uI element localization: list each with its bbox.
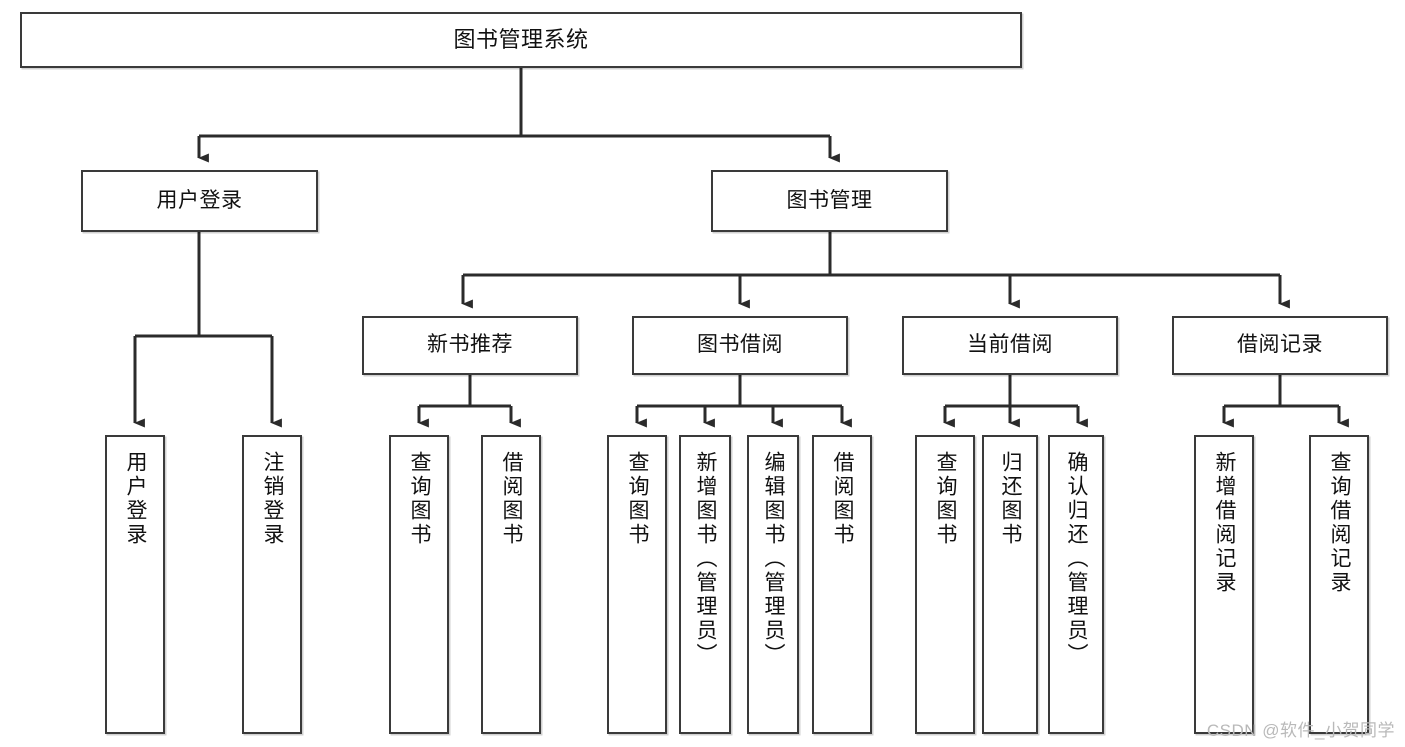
node-book-management[interactable]: 图书管理: [711, 170, 948, 232]
node-leaf-user-login-label: 用户登录: [124, 451, 148, 547]
node-book-borrow[interactable]: 图书借阅: [632, 316, 848, 375]
node-leaf-borrow-book-b-label: 借阅图书: [831, 451, 855, 547]
node-new-book-recommend[interactable]: 新书推荐: [362, 316, 578, 375]
node-leaf-query-book-b[interactable]: 查询图书: [607, 435, 667, 734]
node-leaf-edit-book-admin-label: 编辑图书（管理员）: [762, 451, 786, 667]
node-leaf-add-book-admin-label: 新增图书（管理员）: [694, 451, 718, 667]
node-leaf-confirm-return-admin-label: 确认归还（管理员）: [1065, 451, 1089, 667]
node-leaf-query-book-a[interactable]: 查询图书: [389, 435, 449, 734]
node-book-management-label: 图书管理: [786, 188, 873, 212]
node-leaf-add-borrow-record[interactable]: 新增借阅记录: [1194, 435, 1254, 734]
node-leaf-query-borrow-record[interactable]: 查询借阅记录: [1309, 435, 1369, 734]
node-book-borrow-label: 图书借阅: [697, 333, 783, 357]
node-leaf-query-book-b-label: 查询图书: [626, 451, 650, 547]
node-current-borrow[interactable]: 当前借阅: [902, 316, 1118, 375]
node-borrow-records[interactable]: 借阅记录: [1172, 316, 1388, 375]
node-leaf-query-book-c-label: 查询图书: [934, 451, 958, 547]
node-current-borrow-label: 当前借阅: [967, 333, 1053, 357]
node-leaf-return-book-label: 归还图书: [999, 451, 1023, 547]
node-user-login[interactable]: 用户登录: [81, 170, 318, 232]
node-leaf-borrow-book-a-label: 借阅图书: [500, 451, 524, 547]
node-leaf-return-book[interactable]: 归还图书: [982, 435, 1038, 734]
node-leaf-confirm-return-admin[interactable]: 确认归还（管理员）: [1048, 435, 1104, 734]
node-leaf-borrow-book-b[interactable]: 借阅图书: [812, 435, 872, 734]
node-leaf-query-book-a-label: 查询图书: [408, 451, 432, 547]
node-leaf-add-borrow-record-label: 新增借阅记录: [1213, 451, 1237, 595]
node-root-label: 图书管理系统: [453, 27, 589, 53]
node-user-login-label: 用户登录: [156, 188, 243, 212]
node-borrow-records-label: 借阅记录: [1237, 333, 1323, 357]
node-leaf-logout[interactable]: 注销登录: [242, 435, 302, 734]
node-new-book-recommend-label: 新书推荐: [427, 333, 513, 357]
node-root[interactable]: 图书管理系统: [20, 12, 1022, 68]
node-leaf-logout-label: 注销登录: [261, 451, 285, 547]
node-leaf-borrow-book-a[interactable]: 借阅图书: [481, 435, 541, 734]
node-leaf-edit-book-admin[interactable]: 编辑图书（管理员）: [747, 435, 799, 734]
node-leaf-add-book-admin[interactable]: 新增图书（管理员）: [679, 435, 731, 734]
csdn-watermark: CSDN @软件_小贺同学: [1206, 721, 1395, 740]
node-leaf-query-book-c[interactable]: 查询图书: [915, 435, 975, 734]
node-leaf-user-login[interactable]: 用户登录: [105, 435, 165, 734]
node-leaf-query-borrow-record-label: 查询借阅记录: [1328, 451, 1352, 595]
